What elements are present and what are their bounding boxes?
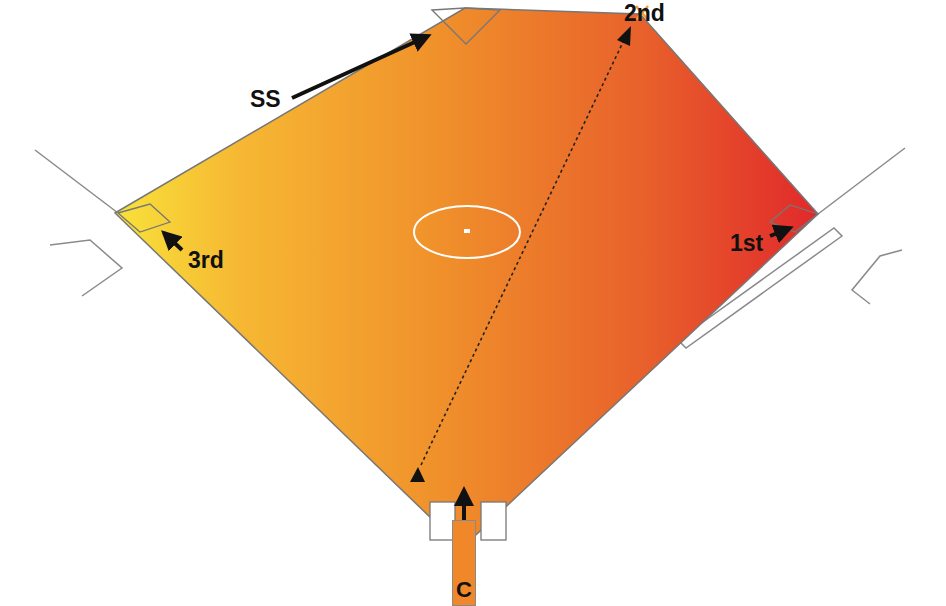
pitchers-mound: [414, 206, 520, 258]
pitchers-rubber: [464, 229, 470, 233]
throw-path: [421, 40, 624, 465]
position-label: SS: [250, 88, 281, 111]
bases: [118, 8, 818, 232]
position-label: 1st: [730, 232, 763, 255]
position-label: 3rd: [188, 249, 224, 272]
start-marker: [410, 467, 425, 482]
throw-arrowhead: [617, 26, 631, 46]
infield: [115, 8, 818, 548]
position-label: 2nd: [624, 2, 665, 25]
catcher-label: C: [456, 579, 472, 605]
leader-arrows: [164, 36, 790, 560]
catcher-box: C: [452, 520, 476, 606]
